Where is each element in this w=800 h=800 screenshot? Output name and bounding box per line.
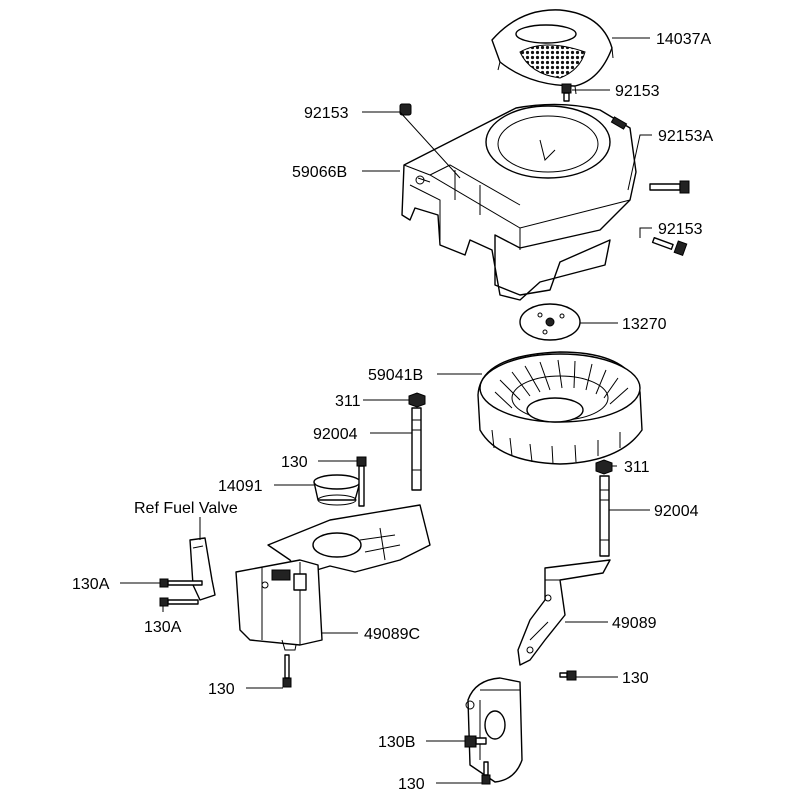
label-130A-b: 130A	[144, 619, 182, 636]
fan-part	[477, 351, 643, 465]
label-130A-a: 130A	[72, 576, 110, 593]
label-49089C: 49089C	[364, 626, 420, 643]
bolt-92153-right-part	[651, 237, 688, 256]
blower-housing-part	[401, 103, 637, 301]
label-92153-right: 92153	[658, 221, 703, 238]
label-92004-right: 92004	[654, 503, 699, 520]
bolt-130-left-part	[282, 654, 292, 688]
bolt-92153-left-part	[399, 103, 412, 116]
bolt-130A-part	[159, 578, 203, 607]
label-130-top: 130	[281, 454, 308, 471]
label-ref-fuel-valve: Ref Fuel Valve	[134, 500, 238, 517]
label-130-right: 130	[622, 670, 649, 687]
label-311-right: 311	[624, 459, 650, 476]
label-13270: 13270	[622, 316, 667, 333]
bolt-130-right-part	[559, 670, 577, 681]
plate-49089-part	[465, 559, 611, 783]
plate-49089C-part	[189, 504, 431, 651]
bolt-130-bottom-part	[481, 761, 491, 785]
plate-part	[519, 303, 581, 341]
label-92153-left: 92153	[304, 105, 349, 122]
bolt-92153A-part	[649, 180, 690, 194]
bushing-part	[313, 474, 361, 506]
label-14091: 14091	[218, 478, 263, 495]
label-130-bottom: 130	[398, 776, 425, 793]
stud-left-part	[408, 392, 426, 491]
label-49089: 49089	[612, 615, 657, 632]
label-92153A: 92153A	[658, 128, 713, 145]
leader-lines	[120, 37, 652, 784]
label-92004-left: 92004	[313, 426, 358, 443]
label-59066B: 59066B	[292, 164, 347, 181]
label-130-bottom-left: 130	[208, 681, 235, 698]
stud-right-part	[595, 459, 613, 557]
label-130B: 130B	[378, 734, 415, 751]
bolt-92153-top-part	[561, 83, 572, 102]
label-311-left: 311	[335, 393, 361, 410]
label-92153-top: 92153	[615, 83, 660, 100]
screen-cover-part	[491, 9, 614, 95]
bolt-130-top-part	[356, 456, 367, 507]
label-14037A: 14037A	[656, 31, 711, 48]
label-59041B: 59041B	[368, 367, 423, 384]
